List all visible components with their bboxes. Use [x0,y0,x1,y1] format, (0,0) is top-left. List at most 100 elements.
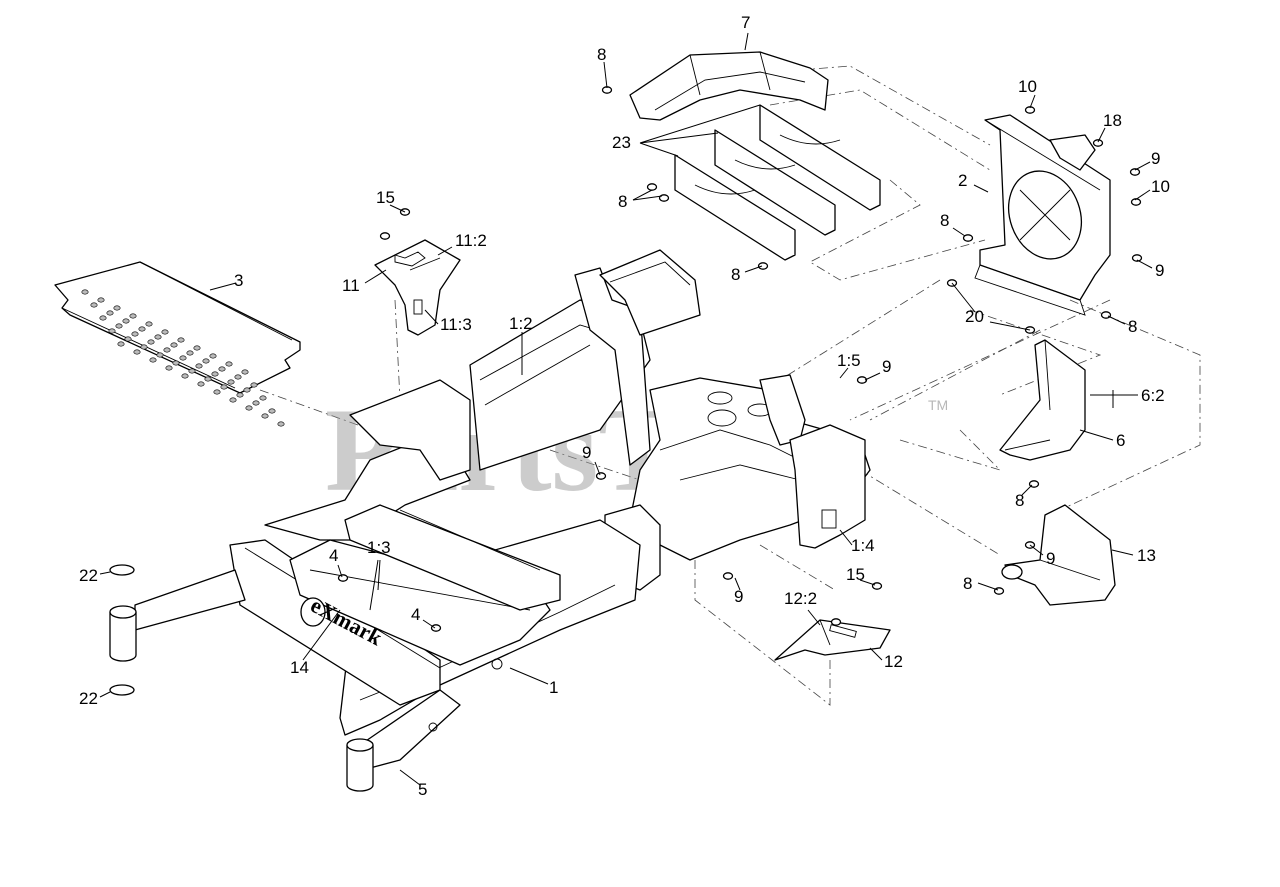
callout-23: 23 [612,133,631,152]
fastener-bolt [337,574,349,582]
fastener-bolt [757,262,769,270]
callout-8: 8 [597,45,606,64]
callout-10: 10 [1151,177,1170,196]
part-6-bumper [999,339,1086,461]
watermark-trademark: TM [928,397,948,413]
perforation-hole [209,353,217,359]
callout-9: 9 [1151,149,1160,168]
part-18-cap [1049,134,1096,171]
perforation-hole [145,321,153,327]
part-12-foot-plate [774,619,891,661]
perforation-hole [181,373,189,379]
perforation-hole [197,381,205,387]
perforation-hole [259,395,267,401]
callout-15: 15 [846,565,865,584]
callout-9: 9 [1155,261,1164,280]
perforation-hole [220,384,228,390]
part-11-bracket [374,239,461,336]
perforation-hole [149,357,157,363]
callout-8: 8 [1128,317,1137,336]
perforation-hole [213,389,221,395]
callout-20: 20 [965,307,984,326]
hardware-fasteners [337,86,1143,632]
perforation-hole [225,361,233,367]
perforation-hole [186,350,194,356]
perforation-hole [243,387,251,393]
perforation-hole [140,344,148,350]
perforation-hole [195,363,203,369]
fastener-bolt [856,376,868,384]
perforation-hole [147,339,155,345]
fastener-bolt [646,183,658,191]
perforation-hole [170,342,178,348]
perforation-hole [268,408,276,414]
callout-12: 12 [884,652,903,671]
assembly-guide-lines [259,65,1201,706]
perforation-hole [277,421,285,427]
perforation-hole [154,334,162,340]
perforation-hole [99,315,107,321]
perforation-hole [165,365,173,371]
callout-14: 14 [290,658,309,677]
fastener-bolt [871,582,883,590]
perforation-hole [117,341,125,347]
caster-spindle-left [109,564,137,696]
part-7-curved-cover [629,51,829,121]
fastener-bolt [1129,168,1141,176]
perforation-hole [113,305,121,311]
callout-8: 8 [1015,491,1024,510]
callout-7: 7 [741,13,750,32]
perforation-hole [124,336,132,342]
callout-9: 9 [734,587,743,606]
fastener-bolt [1100,311,1112,319]
caster-spindle-front [346,738,374,792]
perforation-hole [211,371,219,377]
perforation-hole [97,297,105,303]
part-3-floor-plate [54,261,301,427]
perforation-holes [81,289,285,427]
callout-9: 9 [582,443,591,462]
callout-22: 22 [79,566,98,585]
part-1-main-frame [134,249,871,769]
callout-8: 8 [618,192,627,211]
perforation-hole [204,376,212,382]
perforation-hole [218,366,226,372]
perforation-hole [161,329,169,335]
perforation-hole [188,368,196,374]
callout-22: 22 [79,689,98,708]
callout-11-2: 11:2 [455,231,487,250]
perforation-hole [250,382,258,388]
part-13-deflector [1001,504,1116,606]
fastener-bolt [1131,254,1143,262]
perforation-hole [234,374,242,380]
callout-1-2: 1:2 [509,314,533,333]
perforation-hole [108,328,116,334]
callout-8: 8 [963,574,972,593]
fastener-bolt [379,232,391,240]
callout-9: 9 [1046,549,1055,568]
callout-1-3: 1:3 [367,538,391,557]
callout-15: 15 [376,188,395,207]
perforation-hole [245,405,253,411]
perforation-hole [202,358,210,364]
perforation-hole [90,302,98,308]
callout-11: 11 [342,276,360,295]
callout-2: 2 [958,171,967,190]
perforation-hole [115,323,123,329]
perforation-hole [133,349,141,355]
perforation-hole [106,310,114,316]
perforation-hole [229,397,237,403]
fastener-bolt [595,472,607,480]
perforation-hole [138,326,146,332]
perforation-hole [81,289,89,295]
perforation-hole [177,337,185,343]
perforation-hole [179,355,187,361]
fastener-bolt [722,572,734,580]
perforation-hole [163,347,171,353]
perforation-hole [227,379,235,385]
callout-6: 6 [1116,431,1125,450]
callout-3: 3 [234,271,243,290]
callout-1-5: 1:5 [837,351,861,370]
callout-12-2: 12:2 [784,589,817,608]
